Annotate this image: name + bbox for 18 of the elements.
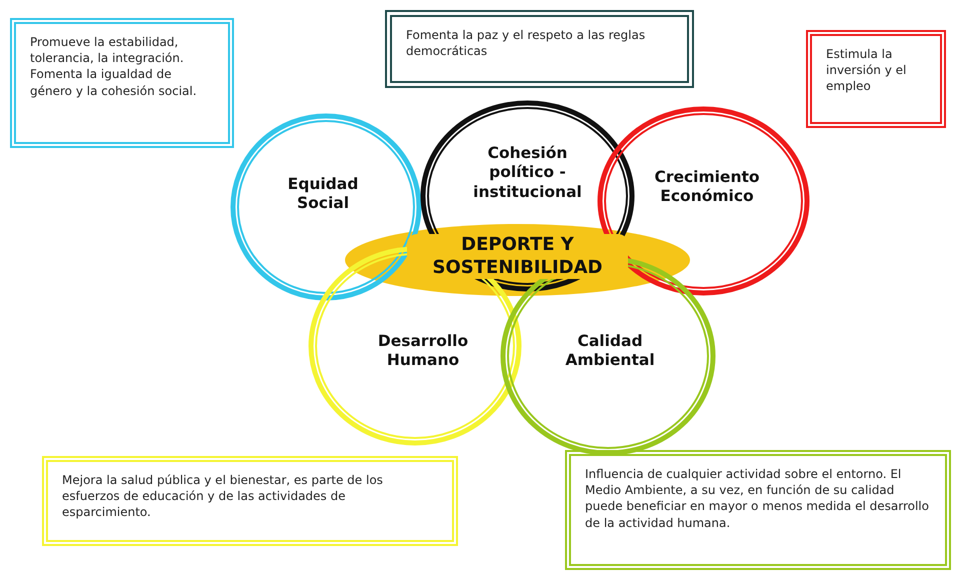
- central-ellipse: [345, 224, 690, 296]
- ring-label: Equidad Social: [286, 175, 360, 214]
- description-text: Influencia de cualquier actividad sobre el entorno. El Medio Ambiente, a su vez, en función de su calidad puede beneficiar en mayor o menos medida el desarrollo de la actividad humana.: [585, 466, 930, 531]
- text-box: [10, 18, 234, 148]
- description-text: Mejora la salud pública y el bienestar, es parte de los esfuerzos de educación y de las actividades de esparcimiento.: [62, 472, 384, 521]
- ring-label: Crecimiento Económico: [653, 168, 761, 207]
- text-box: [806, 30, 946, 128]
- ring-label: Desarrollo Humano: [376, 332, 470, 371]
- central-title: DEPORTE Y SOSTENIBILIDAD: [407, 234, 628, 279]
- text-box: [385, 10, 694, 88]
- description-text: Estimula la inversión y el empleo: [826, 46, 908, 95]
- ring-label: Calidad Ambiental: [564, 332, 656, 371]
- text-box: [565, 450, 951, 570]
- ring: [230, 113, 422, 301]
- ring-label: Cohesión político - institucional: [472, 144, 583, 202]
- text-box: [42, 456, 458, 546]
- description-text: Promueve la estabilidad, tolerancia, la integración. Fomenta la igualdad de género y la cohesión social.: [30, 34, 198, 99]
- description-text: Fomenta la paz y el respeto a las reglas democráticas: [406, 27, 646, 60]
